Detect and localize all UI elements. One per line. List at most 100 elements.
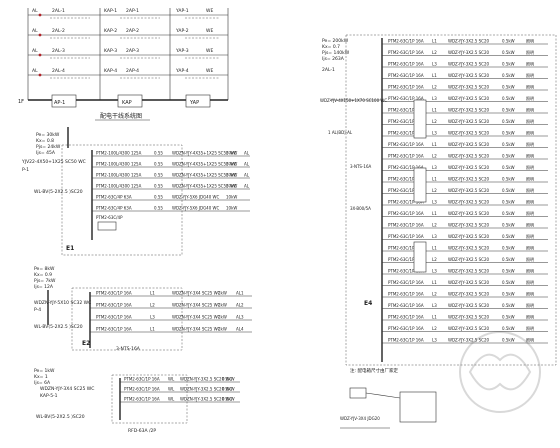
riser-floor-k1: KAP-1 (104, 8, 117, 14)
panel1-circuit-value: 0.55 (154, 151, 163, 156)
main-circuit-cable: WDZ-YJY-3X2.5 SC20 (448, 154, 490, 159)
main-circuit-tag: 照明 (526, 177, 534, 182)
main-circuit-phase: L2 (432, 257, 437, 262)
main-circuit-load: 0.5kW (502, 315, 515, 320)
main-circuit-load: 0.5kW (502, 62, 515, 67)
panel2-mark: E2 (82, 340, 90, 347)
main-circuit-breaker: PTM2-63C/1P 16A (388, 338, 424, 343)
main-circuit-cable: WDZ-YJY-3X2.5 SC20 (448, 234, 490, 239)
main-circuit-phase: L2 (432, 50, 437, 55)
main-circuit-load: 0.5kW (502, 142, 515, 147)
main-circuit-breaker: PTM2-63C/1P 16A (388, 50, 424, 55)
panel2-incoming: WDZN-YJY-5X10 SC32 WC (34, 300, 91, 306)
panel1-circuit-breaker: PTM2-63C/4P 63A (96, 206, 132, 211)
main-circuit-phase: L1 (432, 73, 437, 78)
panel3-circuit-cable: WDZN-YJY-3X2.5 SC20 WC (180, 397, 232, 402)
panel1-circuit-load: 10kW (226, 206, 237, 211)
main-circuit-phase: L3 (432, 303, 437, 308)
panel1-circuit-breaker: PTM2-100L/4300 125A (96, 173, 142, 178)
panel1-circuit-breaker: PTM2-100L/4300 125A (96, 162, 142, 167)
main-circuit-load: 0.5kW (502, 177, 515, 182)
main-circuit-breaker: PTM2-63C/1P 16A (388, 223, 424, 228)
main-circuit-phase: L3 (432, 200, 437, 205)
main-circuit-breaker: PTM2-63C/1P 16A (388, 142, 424, 147)
riser-floor-k1: KAP-3 (104, 48, 117, 54)
riser-floor-code: 2AL-2 (52, 28, 65, 34)
main-circuit-cable: WDZ-YJY-3X2.5 SC20 (448, 338, 490, 343)
main-bottom-note: 注: 配电箱尺寸由厂家定 (350, 367, 398, 374)
main-circuit-phase: L3 (432, 62, 437, 67)
main-circuit-phase: L1 (432, 246, 437, 251)
main-circuit-cable: WDZ-YJY-3X2.5 SC20 (448, 257, 490, 262)
main-param: Ijs= 263A (322, 56, 345, 62)
panel1-circuit-breaker: PTM2-63C/4P 63A (96, 195, 132, 200)
main-circuit-load: 0.5kW (502, 119, 515, 124)
main-circuit-phase: L1 (432, 108, 437, 113)
main-circuit-phase: L3 (432, 338, 437, 343)
panel2-circuit-cable: WDZN-YJY-3X4 SC25 WC (172, 303, 221, 308)
panel1-circuit-cable: WDZ-YJY-5X6 JDG40 WC (172, 195, 219, 200)
riser-floor-panel: AL (32, 68, 38, 74)
main-param: Pe= 200kW (322, 38, 349, 44)
panel3-param: Pe= 1kW (34, 368, 55, 374)
main-circuit-load: 0.5kW (502, 234, 515, 239)
main-circuit-cable: WDZ-YJY-3X2.5 SC20 (448, 326, 490, 331)
main-circuit-cable: WDZ-YJY-3X2.5 SC20 (448, 292, 490, 297)
main-circuit-phase: L1 (432, 280, 437, 285)
riser-floor-code: 2AL-3 (52, 48, 65, 54)
main-circuit-cable: WDZ-YJY-3X2.5 SC20 (448, 39, 490, 44)
main-circuit-breaker: PTM2-63C/1P 16A (388, 177, 424, 182)
main-circuit-phase: L3 (432, 234, 437, 239)
main-spd: 1 AL(BD)-AL (328, 130, 353, 135)
main-circuit-load: 0.5kW (502, 200, 515, 205)
riser-floor-panel: AL (32, 28, 38, 34)
panel1-circuit-cable: WDZN-YJY-4X35+1X25 SC50 WC (172, 162, 237, 167)
main-circuit-phase: L1 (432, 315, 437, 320)
main-circuit-load: 0.5kW (502, 85, 515, 90)
panel2-circuit-load: 2kW (218, 327, 227, 332)
riser-node (38, 53, 42, 57)
main-circuit-phase: L2 (432, 223, 437, 228)
panel2-param: Kx= 0.9 (34, 272, 52, 278)
panel1-circuit-load: 10kW (226, 195, 237, 200)
panel1-param: Pe= 30kW (36, 132, 60, 138)
main-circuit-phase: L1 (432, 177, 437, 182)
panel3-circuit-load: 0.5kW (222, 377, 235, 382)
panel1-circuit-value: 0.55 (154, 206, 163, 211)
main-circuit-cable: WDZ-YJY-3X2.5 SC20 (448, 85, 490, 90)
panel2-param: Pjs= 7kW (34, 278, 56, 284)
main-circuit-cable: WDZ-YJY-3X2.5 SC20 (448, 165, 490, 170)
riser-bottom-right: YAP (189, 100, 199, 106)
main-circuit-phase: L3 (432, 96, 437, 101)
main-circuit-load: 0.5kW (502, 211, 515, 216)
main-incoming: WDZ-YJV-4X150+1X70 SC100 WC (320, 98, 387, 103)
panel3-circuit-breaker: PTM2-63C/1P 16A (124, 387, 160, 392)
main-circuit-breaker: PTM2-63C/1P 16A (388, 315, 424, 320)
main-circuit-phase: L2 (432, 326, 437, 331)
panel1-circuit-value: 0.55 (154, 173, 163, 178)
main-circuit-cable: WDZ-YJY-3X2.5 SC20 (448, 177, 490, 182)
main-circuit-phase: L3 (432, 165, 437, 170)
panel2-param: Pe= 8kW (34, 266, 55, 272)
panel1-id: P-1 (22, 167, 29, 173)
main-circuit-breaker: PTM2-63C/1P 16A (388, 280, 424, 285)
main-circuit-cable: WDZ-YJY-3X2.5 SC20 (448, 96, 490, 101)
panel3-circuit-phase: WL (168, 387, 175, 392)
riser-floor-k2: 2AP-4 (126, 68, 139, 74)
riser-floor-k1: KAP-4 (104, 68, 117, 74)
riser-floor-k1: KAP-2 (104, 28, 117, 34)
panel3-circuit-load: 0.5kW (222, 397, 235, 402)
main-circuit-phase: L1 (432, 211, 437, 216)
panel2-circuit-load: 2kW (218, 315, 227, 320)
main-circuit-cable: WDZ-YJY-3X2.5 SC20 (448, 246, 490, 251)
main-circuit-load: 0.5kW (502, 96, 515, 101)
riser-floor-code: 2AL-4 (52, 68, 65, 74)
main-circuit-cable: WDZ-YJY-3X2.5 SC20 (448, 223, 490, 228)
main-circuit-tag: 照明 (526, 96, 534, 101)
main-circuit-phase: L3 (432, 269, 437, 274)
riser-floor-r: WE (206, 68, 213, 74)
panel3-circuit-phase: WL (168, 397, 175, 402)
main-ct: 3X-B00/5A (350, 206, 371, 211)
